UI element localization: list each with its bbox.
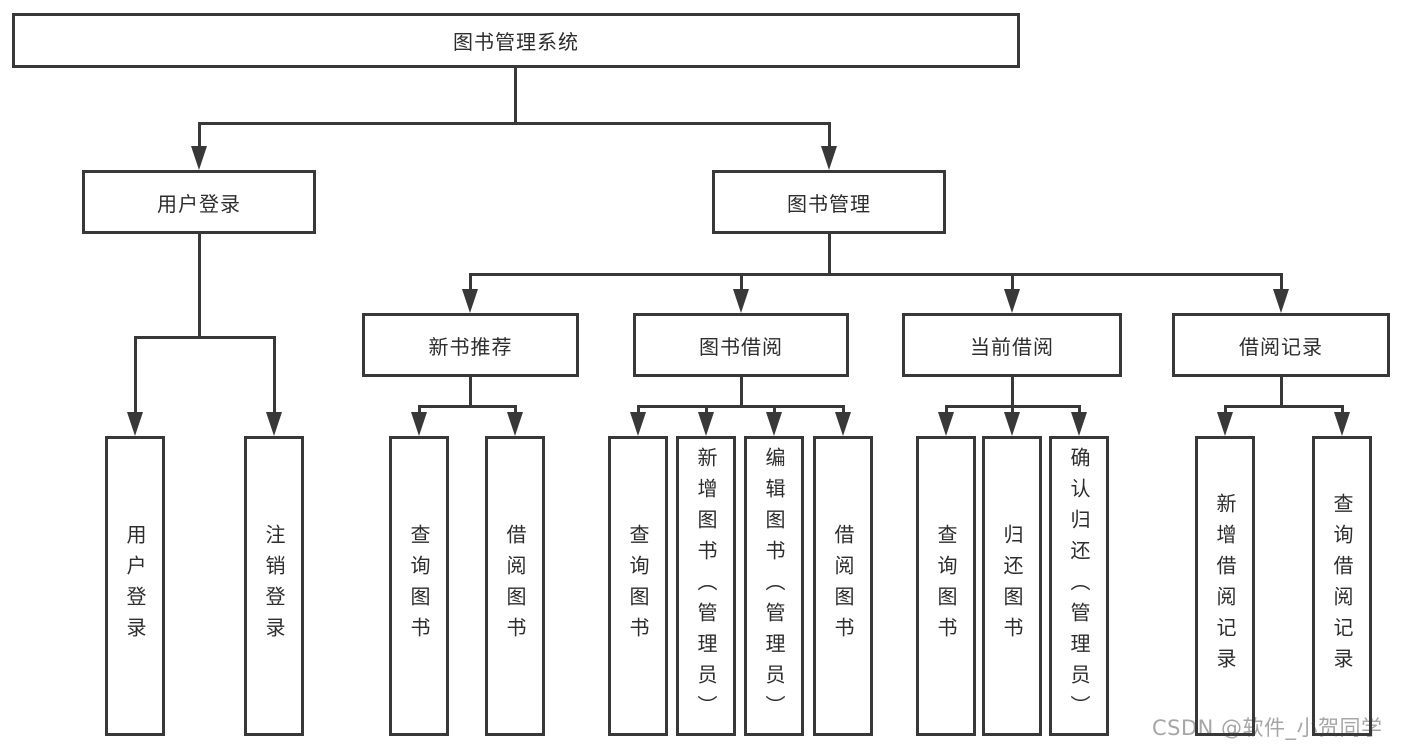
connector-l3-drop-2 [740, 273, 743, 291]
connector-login-hline [134, 336, 276, 339]
arrow-down-records-query [1334, 412, 1350, 436]
node-book-management: 图书管理 [712, 170, 946, 234]
connector-recommend-drop-2 [514, 405, 517, 415]
arrow-down-current-query [938, 412, 954, 436]
arrow-down-current [1004, 289, 1020, 313]
leaf-label: 编辑图书（管理员） [762, 446, 786, 726]
arrow-down-logout [266, 412, 282, 436]
leaf-user-login: 用户登录 [105, 436, 165, 736]
leaf-borrow-query-books: 查询图书 [608, 436, 668, 736]
connector-records-drop-1 [1224, 405, 1227, 415]
leaf-records-add-record: 新增借阅记录 [1195, 436, 1255, 736]
arrow-down-recommend-borrow [507, 412, 523, 436]
node-current-borrow: 当前借阅 [902, 313, 1122, 377]
leaf-label: 新增借阅记录 [1213, 493, 1237, 679]
connector-l3-drop-4 [1280, 273, 1283, 291]
connector-recommend-stem [469, 377, 472, 407]
leaf-current-query-books: 查询图书 [916, 436, 976, 736]
node-borrow-records: 借阅记录 [1172, 313, 1390, 377]
leaf-label: 借阅图书 [503, 524, 527, 648]
connector-l3-drop-3 [1011, 273, 1014, 291]
arrow-down-login [191, 146, 207, 170]
leaf-recommend-borrow-books: 借阅图书 [485, 436, 545, 736]
arrow-down-borrow-edit [766, 412, 782, 436]
connector-root-hline [198, 122, 831, 125]
arrow-down-user-login [127, 412, 143, 436]
arrow-down-borrow [733, 289, 749, 313]
node-root-system: 图书管理系统 [12, 13, 1020, 68]
connector-borrow-drop-4 [842, 405, 845, 415]
connector-records-hline [1224, 405, 1344, 408]
leaf-borrow-add-books-admin: 新增图书（管理员） [676, 436, 736, 736]
leaf-recommend-query-books: 查询图书 [389, 436, 449, 736]
connector-login-leaf2-drop [273, 336, 276, 414]
arrow-down-mgmt [821, 146, 837, 170]
connector-current-drop-3 [1078, 405, 1081, 415]
connector-current-stem [1011, 377, 1014, 407]
leaf-label: 用户登录 [123, 524, 147, 648]
leaf-borrow-lend-books: 借阅图书 [813, 436, 873, 736]
leaf-label: 新增图书（管理员） [694, 446, 718, 726]
arrow-down-current-return [1004, 412, 1020, 436]
leaf-current-return-books: 归还图书 [982, 436, 1042, 736]
leaf-label: 查询图书 [626, 524, 650, 648]
arrow-down-borrow-add [698, 412, 714, 436]
connector-mgmt-stem [828, 234, 831, 275]
connector-login-drop [198, 122, 201, 150]
connector-records-drop-2 [1341, 405, 1344, 415]
arrow-down-current-confirm [1071, 412, 1087, 436]
leaf-logout: 注销登录 [244, 436, 304, 736]
arrow-down-recommend-query [411, 412, 427, 436]
leaf-label: 查询图书 [407, 524, 431, 648]
leaf-label: 查询图书 [934, 524, 958, 648]
node-new-book-recommend: 新书推荐 [362, 313, 579, 377]
connector-borrow-drop-3 [773, 405, 776, 415]
leaf-label: 查询借阅记录 [1330, 493, 1354, 679]
connector-login-leaf1-drop [134, 336, 137, 414]
leaf-current-confirm-return-admin: 确认归还（管理员） [1049, 436, 1109, 736]
leaf-label: 确认归还（管理员） [1067, 446, 1091, 726]
leaf-records-query-record: 查询借阅记录 [1312, 436, 1372, 736]
connector-borrow-stem [740, 377, 743, 407]
connector-borrow-drop-1 [637, 405, 640, 415]
connector-records-stem [1280, 377, 1283, 407]
arrow-down-borrow-query [630, 412, 646, 436]
connector-mgmt-hline [469, 273, 1283, 276]
arrow-down-records-add [1217, 412, 1233, 436]
connector-borrow-hline [637, 405, 845, 408]
connector-current-drop-1 [945, 405, 948, 415]
arrow-down-borrow-lend [835, 412, 851, 436]
node-book-borrow: 图书借阅 [633, 313, 849, 377]
connector-mgmt-drop [828, 122, 831, 150]
connector-borrow-drop-2 [705, 405, 708, 415]
connector-current-drop-2 [1011, 405, 1014, 415]
leaf-borrow-edit-books-admin: 编辑图书（管理员） [744, 436, 804, 736]
connector-login-stem [198, 234, 201, 338]
leaf-label: 注销登录 [262, 524, 286, 648]
connector-recommend-hline [418, 405, 517, 408]
node-user-login: 用户登录 [82, 170, 316, 234]
arrow-down-recommend [462, 289, 478, 313]
leaf-label: 归还图书 [1000, 524, 1024, 648]
connector-root-stem [514, 66, 517, 124]
connector-l3-drop-1 [469, 273, 472, 291]
csdn-watermark: CSDN @软件_小贺同学 [1152, 716, 1383, 740]
connector-recommend-drop-1 [418, 405, 421, 415]
leaf-label: 借阅图书 [831, 524, 855, 648]
arrow-down-records [1273, 289, 1289, 313]
